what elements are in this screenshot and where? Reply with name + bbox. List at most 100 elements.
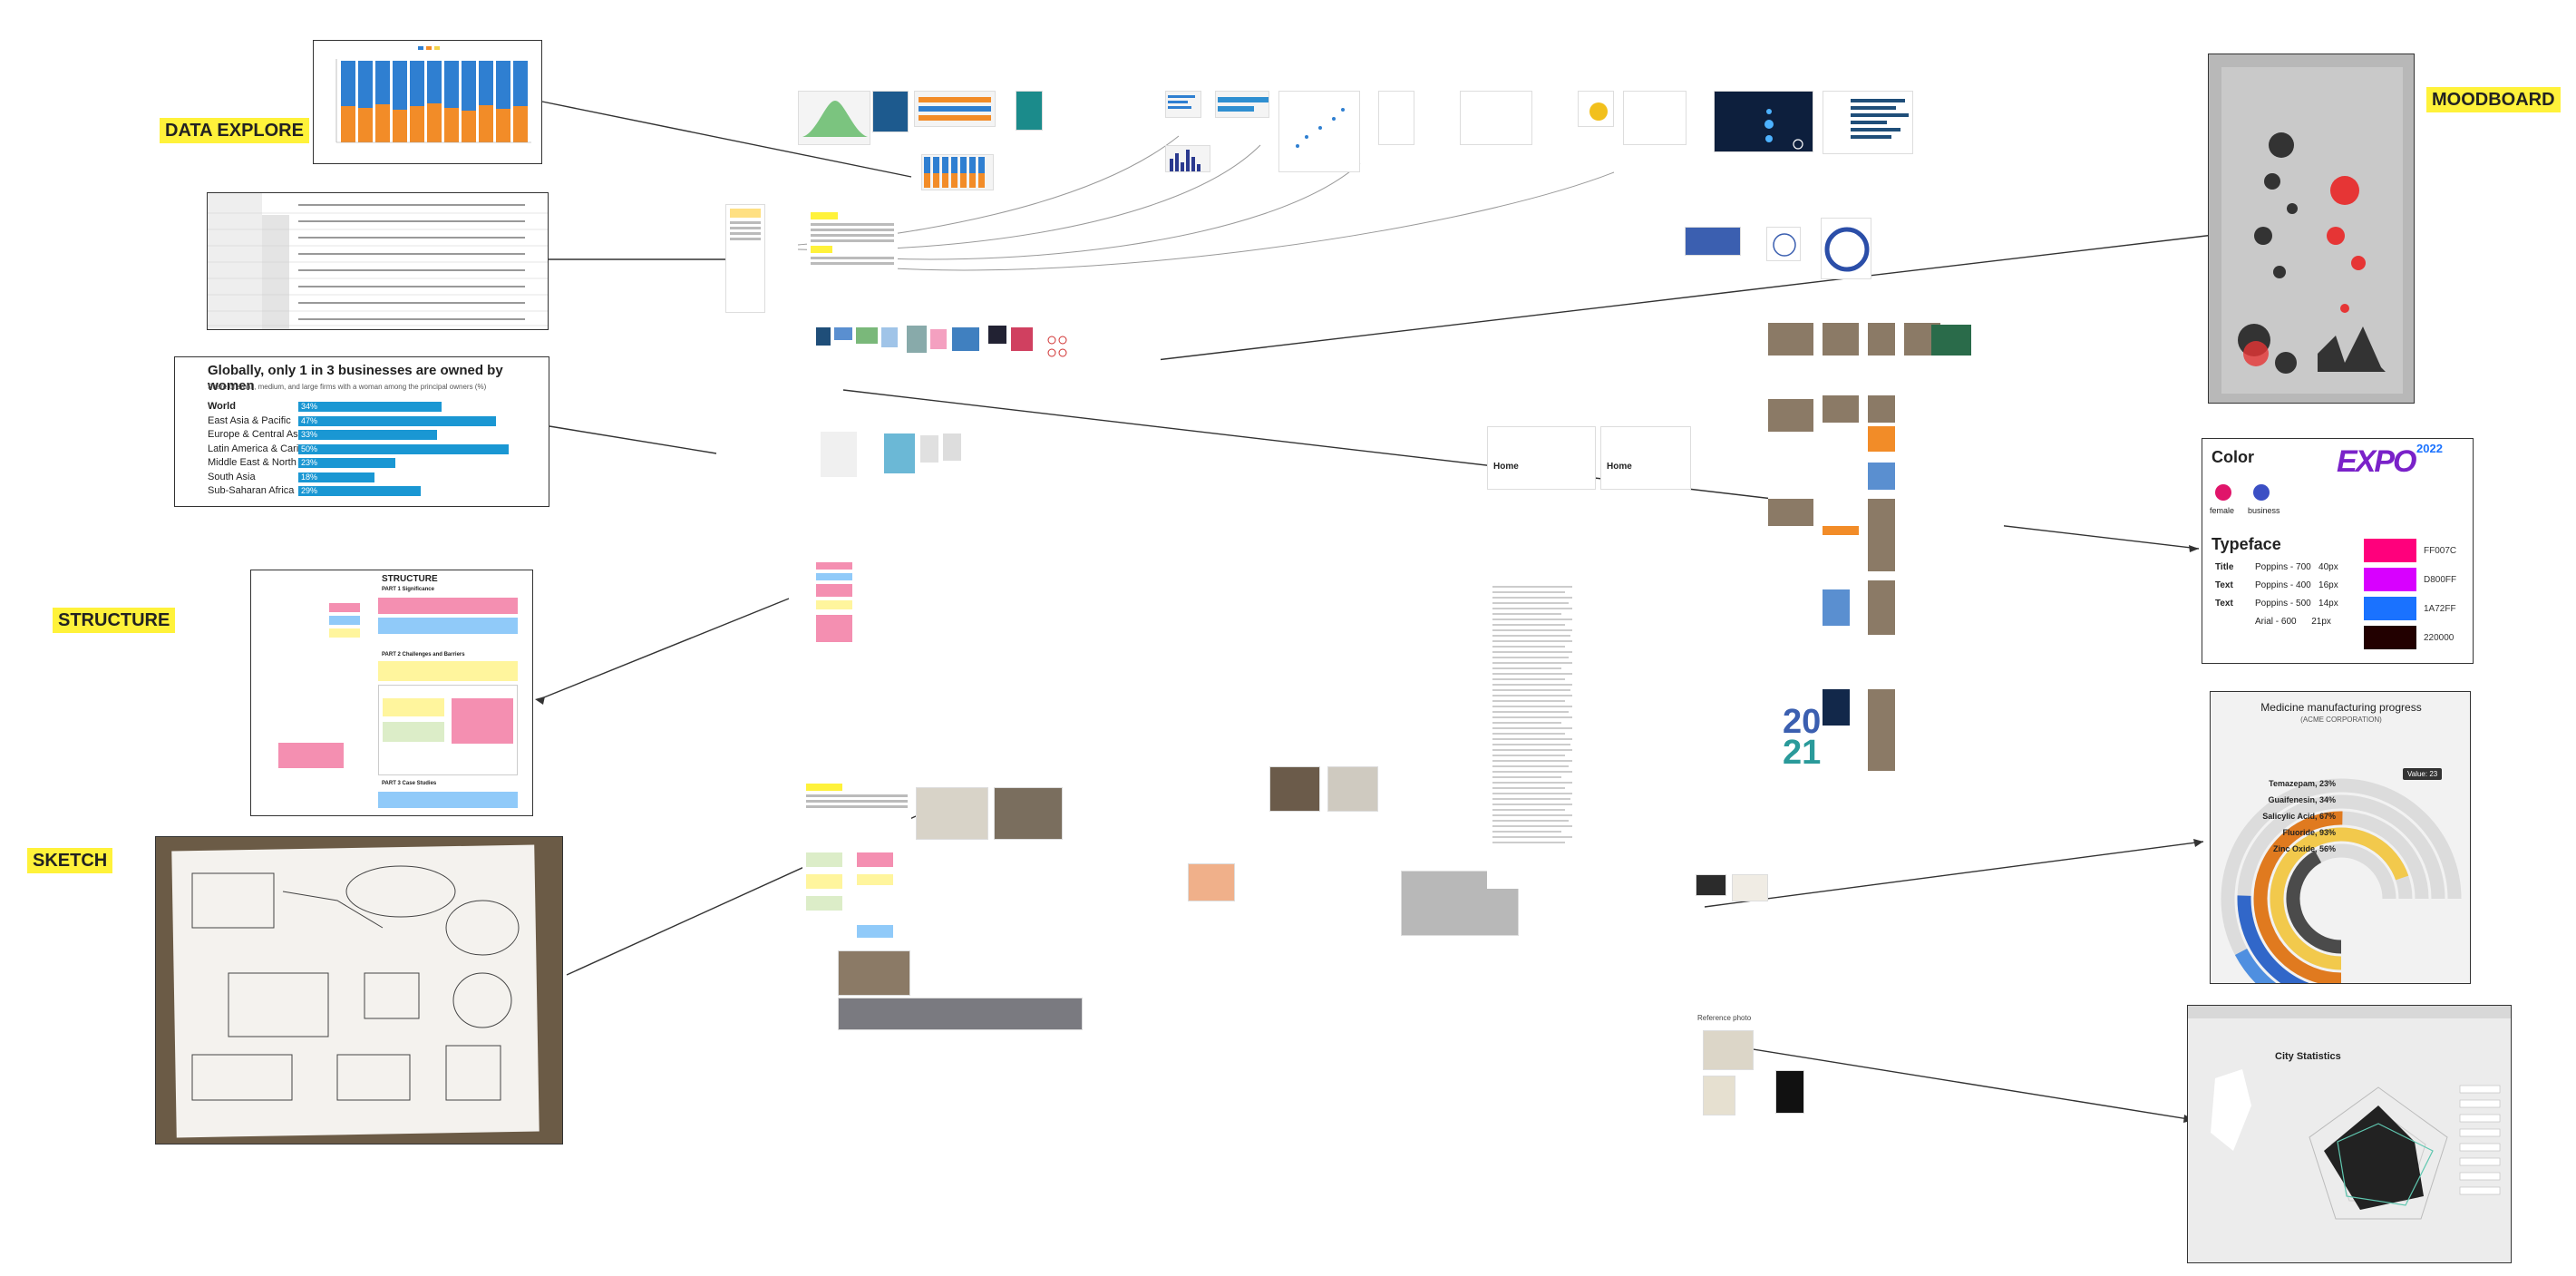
sticky-note[interactable] (329, 628, 360, 638)
inspiration-thumbnails[interactable] (816, 322, 1161, 376)
sketch-drawing (171, 844, 540, 1138)
moodboard-photo[interactable] (2208, 54, 2415, 404)
sticky-note[interactable] (383, 722, 444, 742)
globe-icon (1773, 233, 1796, 257)
sticky-note[interactable] (378, 598, 518, 614)
structure-card[interactable]: STRUCTURE PART 1 Significance PART 2 Cha… (250, 570, 533, 816)
chart-row-label: South Asia (208, 471, 256, 482)
label-sketch: SKETCH (27, 848, 113, 873)
illustration-thumbnail[interactable] (1578, 91, 1614, 127)
sticky-note[interactable] (329, 616, 360, 625)
sticky-note[interactable] (383, 698, 444, 716)
radial-chart-card[interactable]: Medicine manufacturing progress (ACME CO… (2210, 691, 2471, 984)
sketch-photo-thumbnail[interactable] (1327, 766, 1378, 812)
radial-item-label: Fluoride, 93% (2282, 828, 2336, 837)
stacked-chart-mini[interactable] (921, 154, 994, 190)
blue-card-thumbnail[interactable] (1685, 227, 1741, 256)
color-swatch-label: 1A72FF (2424, 604, 2456, 614)
color-swatch[interactable] (2364, 539, 2416, 562)
globe-icon-thumbnail[interactable] (1766, 227, 1801, 261)
workshop-photos-strip[interactable] (838, 998, 1083, 1030)
color-swatch-label: D800FF (2424, 575, 2457, 585)
text-article-thumbnail[interactable] (1378, 91, 1414, 145)
structure-part1: PART 1 Significance (382, 587, 434, 592)
bar-chart-thumbnail[interactable] (1165, 91, 1201, 118)
orange-sticky-cluster[interactable] (1188, 863, 1235, 901)
radial-item-label: Temazepam, 23% (2269, 779, 2336, 788)
sticky-note[interactable] (329, 603, 360, 612)
photo-grid[interactable] (1768, 317, 2004, 807)
reference-photo[interactable] (1703, 1076, 1735, 1115)
chart-bar: 29% (298, 486, 421, 496)
dark-dashboard-thumbnail[interactable] (1714, 91, 1813, 152)
radial-arc[interactable] (2270, 827, 2409, 970)
reference-photo[interactable] (1732, 874, 1768, 901)
notes-column[interactable] (725, 204, 765, 313)
radial-arc[interactable] (2237, 895, 2341, 984)
reference-photo[interactable] (1703, 1030, 1754, 1070)
radial-arc[interactable] (2253, 811, 2343, 983)
label-structure: STRUCTURE (53, 608, 176, 633)
column-chart-thumbnail[interactable] (1165, 145, 1210, 172)
circle-graphic-thumbnail[interactable] (1821, 218, 1871, 279)
text-article-thumbnail[interactable] (1460, 91, 1532, 145)
reference-photo-dark[interactable] (1775, 1070, 1804, 1114)
home-page-screenshot[interactable]: Home (1487, 426, 1596, 490)
browser-bar (2188, 1006, 2511, 1018)
sticky-note[interactable] (378, 792, 518, 808)
color-typeface-panel[interactable]: Color female business EXPO 2022 Typeface… (2202, 438, 2474, 664)
sticky-note[interactable] (378, 618, 518, 634)
typeface-spec: Poppins - 400 16px (2255, 580, 2338, 590)
chart-bar: 18% (298, 472, 374, 482)
city-statistics-screenshot[interactable]: City Statistics (2187, 1005, 2512, 1263)
sticky-note[interactable] (278, 743, 344, 768)
year-graphic-bottom: 21 (1783, 734, 1822, 772)
teal-poster-thumbnail[interactable] (1016, 91, 1043, 131)
female-label: female (2210, 506, 2235, 515)
reference-thumbnails[interactable] (812, 426, 993, 535)
long-article-column[interactable] (1487, 580, 1578, 889)
radial-chart-thumbnail[interactable] (1696, 874, 1726, 896)
area-chart-thumbnail[interactable] (798, 91, 870, 145)
chart-bar: 47% (298, 415, 497, 426)
structure-notes-cluster[interactable] (807, 553, 988, 735)
chart-bar: 50% (298, 443, 509, 454)
sketch-photo-thumbnail[interactable] (916, 787, 988, 840)
data-table-card[interactable] (207, 192, 549, 330)
stacked-bars (341, 61, 528, 142)
sketch-photo[interactable] (155, 836, 563, 1145)
radial-arc[interactable] (2234, 948, 2341, 984)
home-page-screenshot[interactable]: Home (1600, 426, 1691, 490)
radial-chart-title: Medicine manufacturing progress (2260, 701, 2422, 714)
business-color-dot (2253, 484, 2270, 501)
blue-bars-thumbnail[interactable] (1215, 91, 1269, 118)
typeface-spec: Poppins - 700 40px (2255, 562, 2338, 572)
city-stats-title: City Statistics (2275, 1051, 2341, 1062)
blue-poster-thumbnail[interactable] (872, 91, 909, 132)
bar-chart-thumbnail[interactable] (914, 91, 996, 127)
structure-part2: PART 2 Challenges and Barriers (382, 652, 465, 657)
typeface-role: Text (2215, 599, 2233, 609)
notes-block[interactable] (807, 209, 898, 299)
chart-tooltip: Value: 23 (2403, 768, 2443, 780)
radial-item-label: Zinc Oxide, 56% (2272, 844, 2336, 853)
sketch-photo-thumbnail[interactable] (1269, 766, 1320, 812)
moodboard-poster (2221, 67, 2403, 394)
sticky-note[interactable] (452, 698, 513, 744)
color-swatch[interactable] (2364, 568, 2416, 591)
color-swatch[interactable] (2364, 597, 2416, 620)
bar-chart-thumbnail[interactable] (1823, 91, 1913, 154)
stacked-bar-chart-card[interactable] (313, 40, 542, 164)
scatter-thumbnail[interactable] (1278, 91, 1360, 172)
sticky-note[interactable] (378, 661, 518, 681)
chart-row-label: Europe & Central Asia (208, 429, 306, 440)
workshop-photo[interactable] (838, 950, 910, 996)
sketch-photo-thumbnail[interactable] (994, 787, 1063, 840)
radial-arc[interactable] (2286, 850, 2342, 954)
color-swatch[interactable] (2364, 626, 2416, 649)
typeface-title: Typeface (2211, 535, 2281, 553)
dot-chart-thumbnail[interactable] (1623, 91, 1687, 145)
women-business-chart-card[interactable]: Globally, only 1 in 3 businesses are own… (174, 356, 549, 507)
week-notes[interactable] (802, 780, 911, 952)
